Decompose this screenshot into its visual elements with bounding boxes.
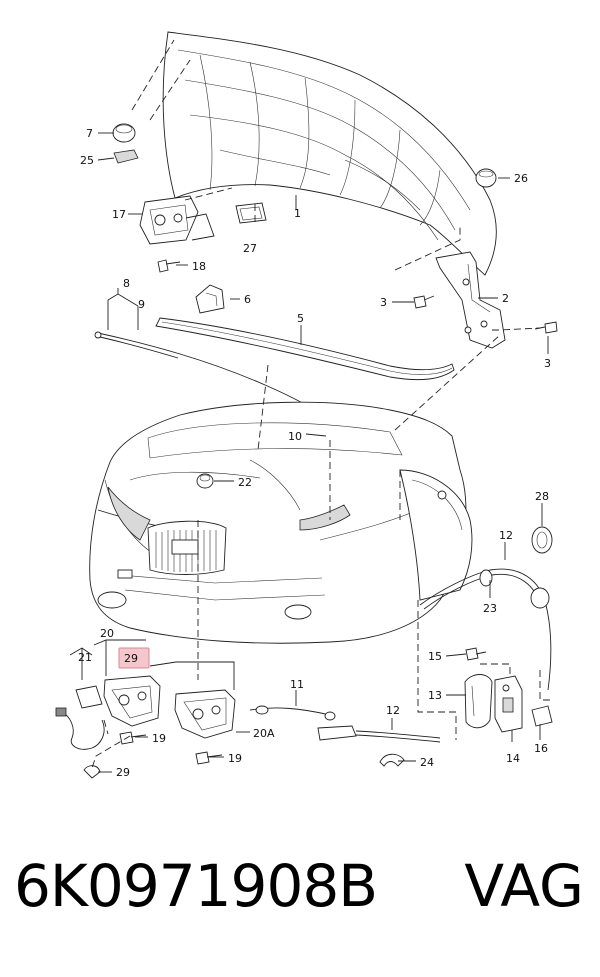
label-7: 7: [86, 127, 93, 140]
label-26: 26: [514, 172, 528, 185]
label-5: 5: [297, 312, 304, 325]
label-14: 14: [506, 752, 520, 765]
label-1: 1: [294, 207, 301, 220]
footer: 6K0971908B VAG: [0, 852, 600, 942]
brand-name: VAG: [464, 852, 584, 920]
bolt-18: [157, 259, 181, 273]
pad-27: [235, 202, 267, 224]
label-11: 11: [290, 678, 304, 691]
label-21: 21: [78, 651, 92, 664]
fastener-22: [196, 473, 214, 489]
hood-panel: [162, 31, 497, 276]
bolt-3-lower: [534, 321, 558, 334]
switch-21: [55, 685, 105, 750]
label-29-highlighted: 29: [124, 652, 138, 665]
bolt-3-upper: [413, 295, 435, 309]
label-17: 17: [112, 208, 126, 221]
label-23: 23: [483, 602, 497, 615]
label-16: 16: [534, 742, 548, 755]
part-labels: 7 25 26 17 1 27 18 8 6 9 2 3 5 3 10 22 2…: [78, 127, 551, 779]
label-22: 22: [238, 476, 252, 489]
label-25: 25: [80, 154, 94, 167]
grommet-28: [531, 526, 553, 554]
lock-20a: [174, 689, 236, 739]
cable-11: [249, 705, 336, 721]
label-12-lower: 12: [386, 704, 400, 717]
label-8: 8: [123, 277, 130, 290]
label-13: 13: [428, 689, 442, 702]
release-cable-12: [419, 568, 552, 691]
lock-20: [103, 675, 161, 727]
label-3-upper: 3: [380, 296, 387, 309]
clip-6: [195, 284, 225, 314]
leader-lines: [69, 132, 549, 773]
label-10: 10: [288, 430, 302, 443]
label-24: 24: [420, 756, 434, 769]
bolt-19-right: [195, 751, 223, 765]
label-20a: 20A: [253, 727, 275, 740]
label-15: 15: [428, 650, 442, 663]
label-3-lower: 3: [544, 357, 551, 370]
screw-15: [465, 647, 487, 661]
label-2: 2: [502, 292, 509, 305]
part-code: 6K0971908B: [14, 852, 378, 920]
cable-12-lower: [317, 725, 441, 743]
grommet-25: [113, 149, 139, 164]
bump-stop-26: [475, 168, 497, 188]
label-29: 29: [116, 766, 130, 779]
highlighted-label-box: [118, 647, 150, 669]
bump-stop-7: [112, 123, 136, 143]
bracket-24: [379, 753, 405, 767]
label-19-right: 19: [228, 752, 242, 765]
label-12-upper: 12: [499, 529, 513, 542]
release-handle-13: [464, 674, 493, 729]
handle-housing-14: [494, 675, 523, 733]
label-6: 6: [244, 293, 251, 306]
clip-16: [531, 705, 553, 727]
label-9: 9: [138, 298, 145, 311]
label-19-left: 19: [152, 732, 166, 745]
car-front-body: [89, 401, 473, 644]
hood-lock-17: [139, 195, 215, 245]
bolt-19-left: [119, 731, 147, 745]
label-18: 18: [192, 260, 206, 273]
grommet-29: [83, 765, 101, 779]
connection-lines: [91, 39, 552, 769]
seal-5: [155, 317, 455, 381]
label-28: 28: [535, 490, 549, 503]
label-20: 20: [100, 627, 114, 640]
hinge-2: [435, 251, 506, 349]
label-27: 27: [243, 242, 257, 255]
